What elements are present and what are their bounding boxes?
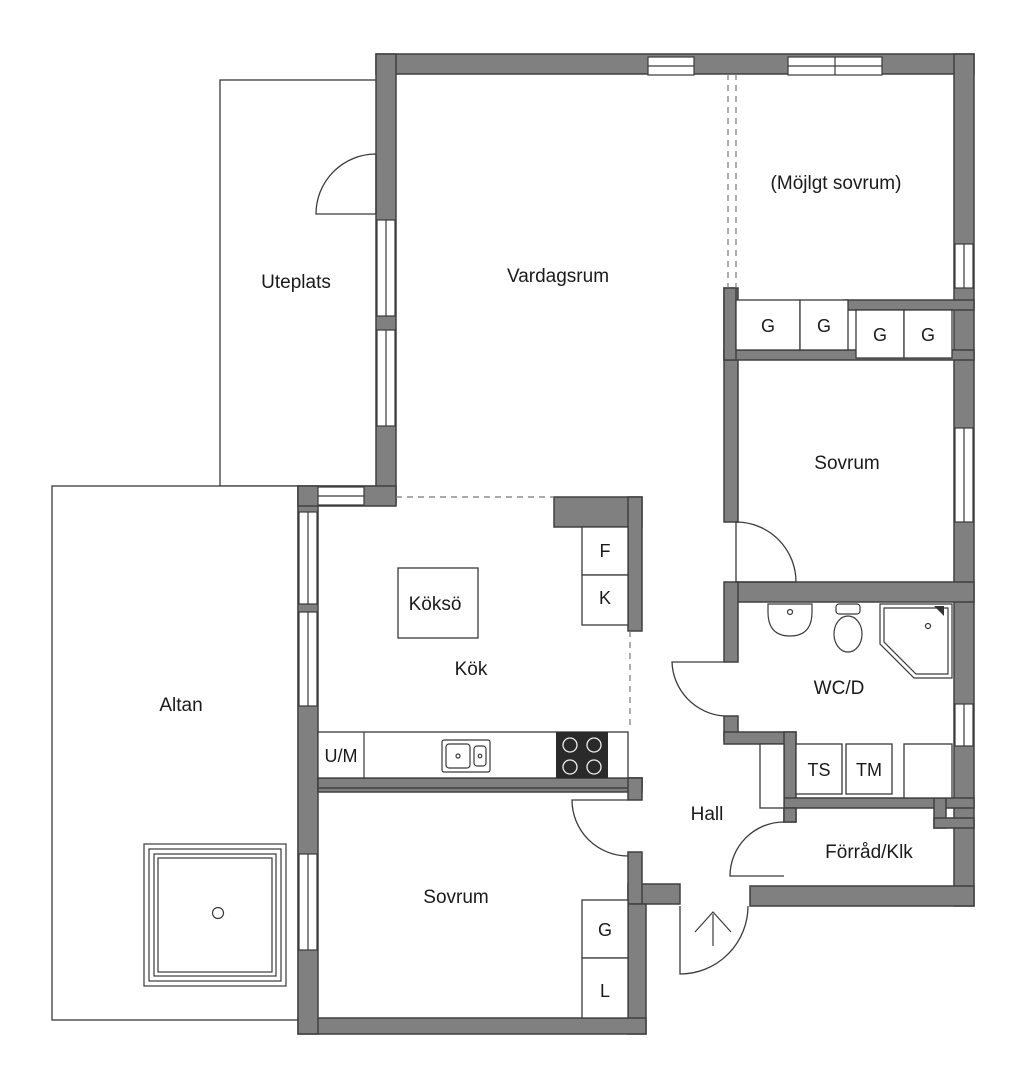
closet-label: G [921, 325, 935, 345]
room-label-sovrum-lower: Sovrum [423, 887, 488, 908]
room-label-mojligt-sovrum: (Möjlgt sovrum) [771, 173, 902, 194]
kitchen-sink-icon [441, 739, 491, 773]
altan-area [51, 485, 299, 1021]
room-label-vardagsrum: Vardagsrum [507, 266, 609, 287]
room-label-forrad-klk: Förråd/Klk [825, 842, 913, 863]
shower-icon [879, 603, 953, 679]
fixture-labels: G G G G F K U/M TS TM G L [325, 316, 936, 1001]
stove-icon [556, 732, 608, 778]
entrance-arrow-icon [694, 911, 732, 946]
room-label-uteplats: Uteplats [261, 272, 331, 293]
washbasin-icon [767, 603, 813, 637]
room-labels: Uteplats Vardagsrum (Möjlgt sovrum) Sovr… [159, 173, 913, 908]
room-label-altan: Altan [159, 695, 202, 716]
washer-label: TM [856, 760, 882, 780]
room-label-hall: Hall [691, 804, 724, 825]
freezer-label: K [599, 588, 611, 608]
open-boundaries [396, 74, 737, 726]
fridge-label: F [600, 541, 611, 561]
kitchen-fixtures [317, 526, 629, 779]
closet-label: G [873, 325, 887, 345]
closet-label: G [761, 316, 775, 336]
hot-tub-icon [143, 843, 287, 987]
kitchen-island [397, 567, 479, 639]
linen-closet-label: L [600, 981, 610, 1001]
room-label-wc-d: WC/D [814, 678, 865, 699]
dryer-label: TS [807, 760, 830, 780]
uteplats-area [219, 79, 379, 487]
closet-label: G [817, 316, 831, 336]
windows [298, 56, 974, 951]
doors [315, 153, 797, 975]
room-label-kok: Kök [455, 659, 488, 680]
closets [581, 299, 953, 1019]
toilet-icon [833, 603, 863, 653]
room-label-kokso: Köksö [409, 594, 462, 615]
bathroom-fixtures [767, 603, 953, 799]
oven-microwave-label: U/M [325, 746, 358, 766]
room-label-sovrum-upper: Sovrum [814, 453, 879, 474]
walls [297, 53, 975, 1035]
closet-label: G [598, 920, 612, 940]
